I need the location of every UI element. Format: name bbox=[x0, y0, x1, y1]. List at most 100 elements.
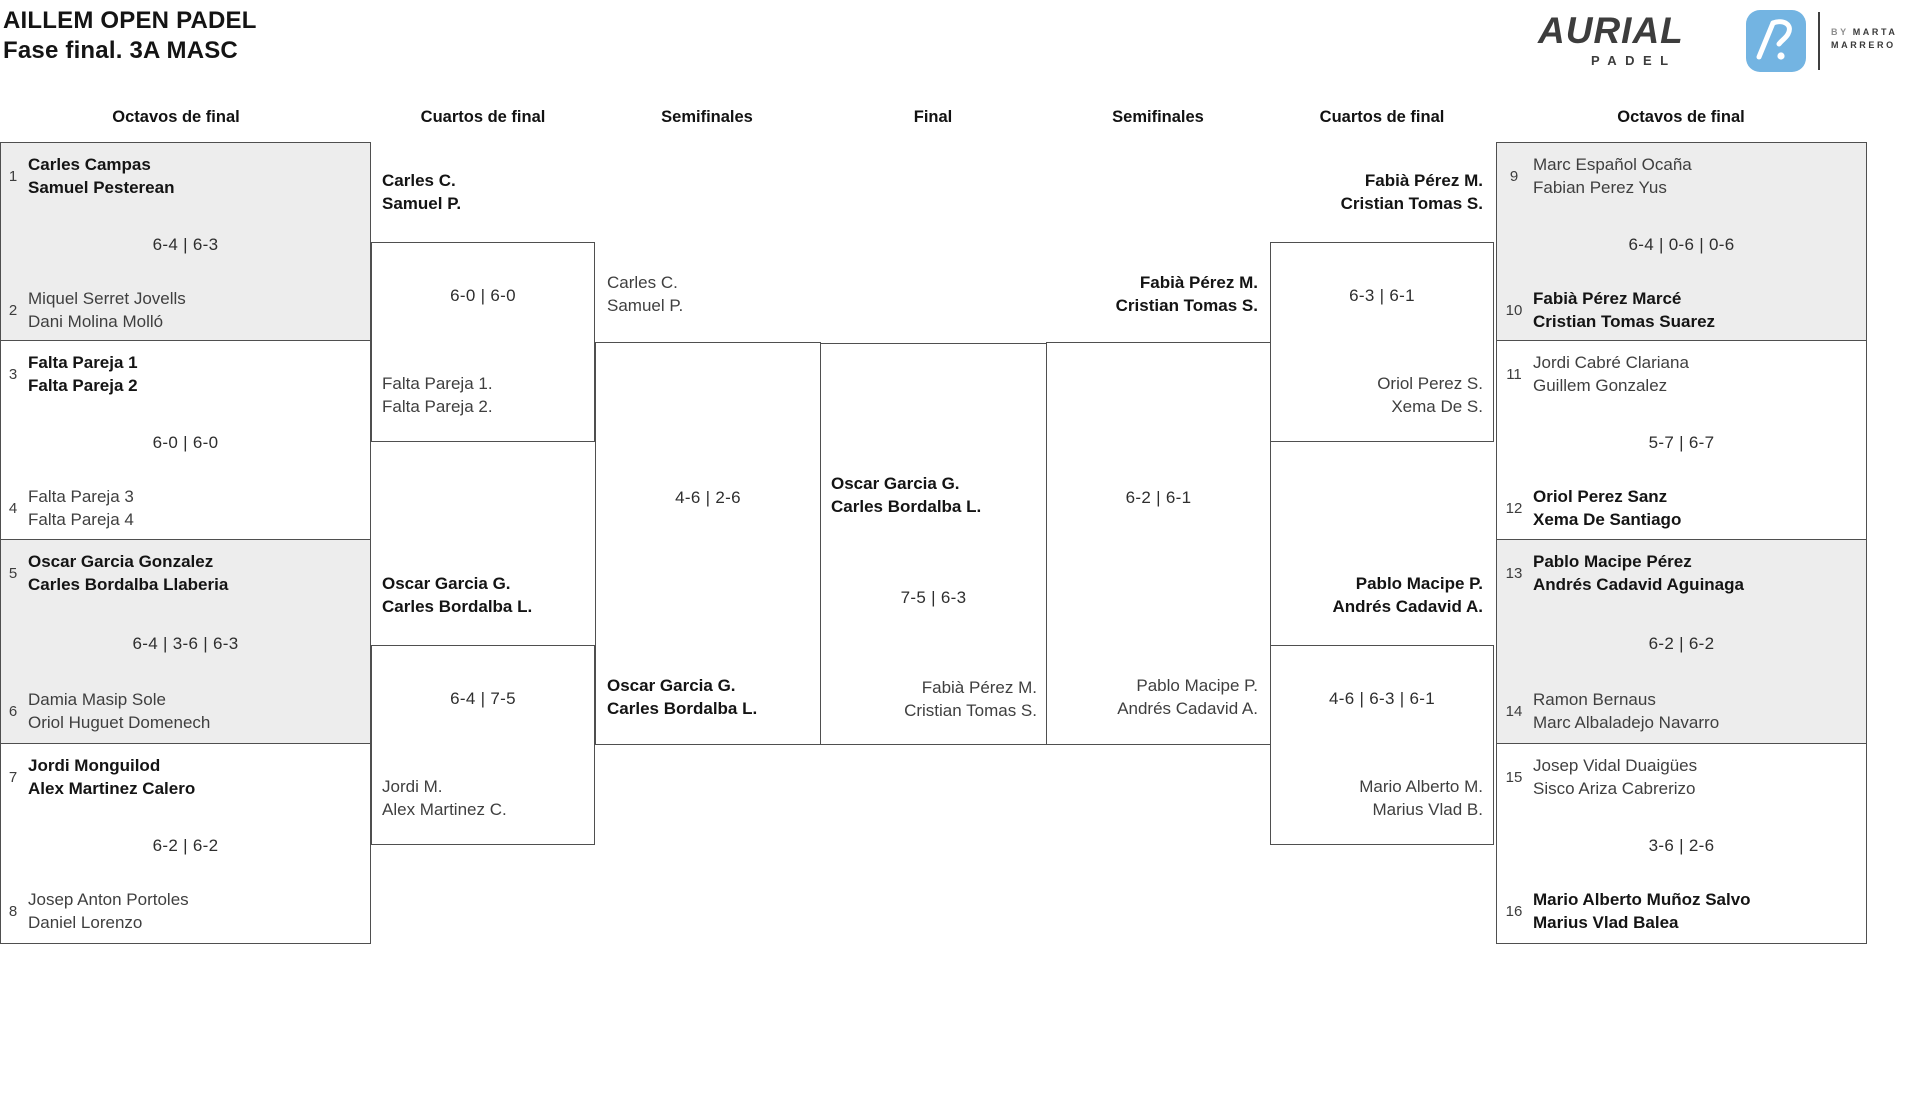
byline-marta: MARTA bbox=[1852, 27, 1898, 37]
team-line: Miquel Serret Jovells bbox=[28, 289, 186, 308]
aurial-logo-wordmark: AURIAL bbox=[1538, 10, 1684, 51]
tournament-phase: Fase final. 3A MASC bbox=[3, 37, 238, 64]
match-score: 6-4 | 3-6 | 6-3 bbox=[132, 634, 239, 653]
team-line: Xema De Santiago bbox=[1533, 510, 1682, 529]
team-line: Oriol Perez S. bbox=[1377, 374, 1483, 393]
team-line: Alex Martinez C. bbox=[382, 800, 507, 819]
team-line: Josep Vidal Duaigües bbox=[1533, 756, 1698, 775]
team-line: Marius Vlad B. bbox=[1372, 800, 1483, 819]
match-box-octavos-13-14: 13 Pablo Macipe Pérez Andrés Cadavid Agu… bbox=[1496, 539, 1867, 744]
team-line: Pablo Macipe Pérez bbox=[1533, 552, 1692, 571]
aurial-monogram-icon bbox=[1746, 10, 1806, 72]
team-line: Oriol Huguet Domenech bbox=[28, 713, 211, 732]
seed-number: 12 bbox=[1505, 500, 1523, 517]
match-score: 6-2 | 6-1 bbox=[1125, 488, 1192, 507]
team-pair: Ramon Bernaus Marc Albaladejo Navarro bbox=[1533, 688, 1719, 734]
seed-number: 6 bbox=[8, 703, 18, 720]
team-line: Carles C. bbox=[607, 273, 678, 292]
team-line: Dani Molina Molló bbox=[28, 312, 164, 331]
match-box-cuartos-right-1 bbox=[1270, 242, 1494, 442]
advancing-pair-cuartos-right-2: Pablo Macipe P. Andrés Cadavid A. bbox=[1283, 572, 1483, 618]
seed-number: 8 bbox=[8, 903, 18, 920]
byline-by: BY bbox=[1831, 27, 1849, 37]
seed-number: 5 bbox=[8, 565, 18, 582]
round-header-octavos-left: Octavos de final bbox=[112, 108, 240, 126]
match-box-cuartos-left-1 bbox=[371, 242, 595, 442]
seed-number: 1 bbox=[8, 168, 18, 185]
aurial-logo-padel-label: PADEL bbox=[1591, 53, 1677, 68]
team-line: Daniel Lorenzo bbox=[28, 913, 143, 932]
team-line: Ramon Bernaus bbox=[1533, 690, 1656, 709]
match-score: 5-7 | 6-7 bbox=[1648, 433, 1715, 452]
team-pair: Miquel Serret Jovells Dani Molina Molló bbox=[28, 287, 186, 333]
team-line: Andrés Cadavid Aguinaga bbox=[1533, 575, 1744, 594]
team-line: Marc Español Ocaña bbox=[1533, 155, 1692, 174]
match-score: 3-6 | 2-6 bbox=[1648, 836, 1715, 855]
team-line: Damia Masip Sole bbox=[28, 690, 166, 709]
team-pair: Fabià Pérez Marcé Cristian Tomas Suarez bbox=[1533, 287, 1715, 333]
round-header-semis-right: Semifinales bbox=[1112, 108, 1204, 126]
team-line: Josep Anton Portoles bbox=[28, 890, 189, 909]
team-line: Carles Bordalba L. bbox=[607, 699, 758, 718]
team-line: Marius Vlad Balea bbox=[1533, 913, 1679, 932]
pair-semi-right-bottom: Pablo Macipe P. Andrés Cadavid A. bbox=[1058, 674, 1258, 720]
match-score: 6-2 | 6-2 bbox=[1648, 634, 1715, 653]
match-box-semi-left bbox=[595, 342, 821, 745]
team-pair: Marc Español Ocaña Fabian Perez Yus bbox=[1533, 153, 1692, 199]
advancing-pair-cuartos-left-1: Carles C. Samuel P. bbox=[382, 169, 461, 215]
pair-semi-left-bottom: Oscar Garcia G. Carles Bordalba L. bbox=[607, 674, 757, 720]
team-line: Oriol Perez Sanz bbox=[1533, 487, 1668, 506]
team-line: Alex Martinez Calero bbox=[28, 779, 196, 798]
pair-final-winner: Oscar Garcia G. Carles Bordalba L. bbox=[831, 472, 981, 518]
byline-marrero: MARRERO bbox=[1831, 40, 1896, 50]
team-line: Oscar Garcia G. bbox=[831, 474, 960, 493]
team-line: Jordi Cabré Clariana bbox=[1533, 353, 1689, 372]
team-line: Falta Pareja 1. bbox=[382, 374, 493, 393]
seed-number: 16 bbox=[1505, 903, 1523, 920]
match-score: 7-5 | 6-3 bbox=[900, 588, 967, 607]
seed-number: 13 bbox=[1505, 565, 1523, 582]
match-score: 6-0 | 6-0 bbox=[152, 433, 219, 452]
team-line: Pablo Macipe P. bbox=[1355, 574, 1483, 593]
team-line: Jordi M. bbox=[382, 777, 443, 796]
team-pair: Josep Anton Portoles Daniel Lorenzo bbox=[28, 888, 189, 934]
team-line: Marc Albaladejo Navarro bbox=[1533, 713, 1720, 732]
team-pair: Mario Alberto Muñoz Salvo Marius Vlad Ba… bbox=[1533, 888, 1751, 934]
team-line: Carles Bordalba Llaberia bbox=[28, 575, 229, 594]
team-pair: Josep Vidal Duaigües Sisco Ariza Cabreri… bbox=[1533, 754, 1697, 800]
team-line: Oscar Garcia Gonzalez bbox=[28, 552, 214, 571]
team-pair: Jordi Cabré Clariana Guillem Gonzalez bbox=[1533, 351, 1689, 397]
team-pair: Oscar Garcia Gonzalez Carles Bordalba Ll… bbox=[28, 550, 228, 596]
team-line: Cristian Tomas S. bbox=[904, 701, 1037, 720]
match-box-final bbox=[820, 343, 1047, 745]
team-line: Andrés Cadavid A. bbox=[1117, 699, 1258, 718]
team-line: Samuel Pesterean bbox=[28, 178, 175, 197]
team-line: Andrés Cadavid A. bbox=[1332, 597, 1483, 616]
seed-number: 2 bbox=[8, 302, 18, 319]
team-line: Xema De S. bbox=[1391, 397, 1483, 416]
match-box-octavos-15-16: 15 Josep Vidal Duaigües Sisco Ariza Cabr… bbox=[1496, 743, 1867, 944]
seed-number: 9 bbox=[1509, 168, 1519, 185]
team-pair: Pablo Macipe Pérez Andrés Cadavid Aguina… bbox=[1533, 550, 1744, 596]
match-score: 6-2 | 6-2 bbox=[152, 836, 219, 855]
team-line: Guillem Gonzalez bbox=[1533, 376, 1668, 395]
match-score: 6-3 | 6-1 bbox=[1349, 286, 1415, 305]
match-box-octavos-3-4: 3 Falta Pareja 1 Falta Pareja 2 6-0 | 6-… bbox=[0, 340, 371, 540]
match-box-octavos-9-10: 9 Marc Español Ocaña Fabian Perez Yus 6-… bbox=[1496, 142, 1867, 341]
team-line: Sisco Ariza Cabrerizo bbox=[1533, 779, 1696, 798]
team-line: Pablo Macipe P. bbox=[1136, 676, 1258, 695]
team-line: Falta Pareja 4 bbox=[28, 510, 134, 529]
team-line: Fabià Pérez Marcé bbox=[1533, 289, 1682, 308]
match-box-octavos-11-12: 11 Jordi Cabré Clariana Guillem Gonzalez… bbox=[1496, 340, 1867, 540]
team-pair: Falta Pareja 3 Falta Pareja 4 bbox=[28, 485, 134, 531]
team-pair: Damia Masip Sole Oriol Huguet Domenech bbox=[28, 688, 210, 734]
eliminated-pair-cuartos-left-2: Jordi M. Alex Martinez C. bbox=[382, 775, 507, 821]
team-line: Falta Pareja 2. bbox=[382, 397, 493, 416]
team-line: Carles C. bbox=[382, 171, 456, 190]
eliminated-pair-cuartos-left-1: Falta Pareja 1. Falta Pareja 2. bbox=[382, 372, 493, 418]
match-score: 6-4 | 0-6 | 0-6 bbox=[1628, 235, 1735, 254]
match-score: 4-6 | 2-6 bbox=[675, 488, 741, 507]
team-pair: Jordi Monguilod Alex Martinez Calero bbox=[28, 754, 195, 800]
